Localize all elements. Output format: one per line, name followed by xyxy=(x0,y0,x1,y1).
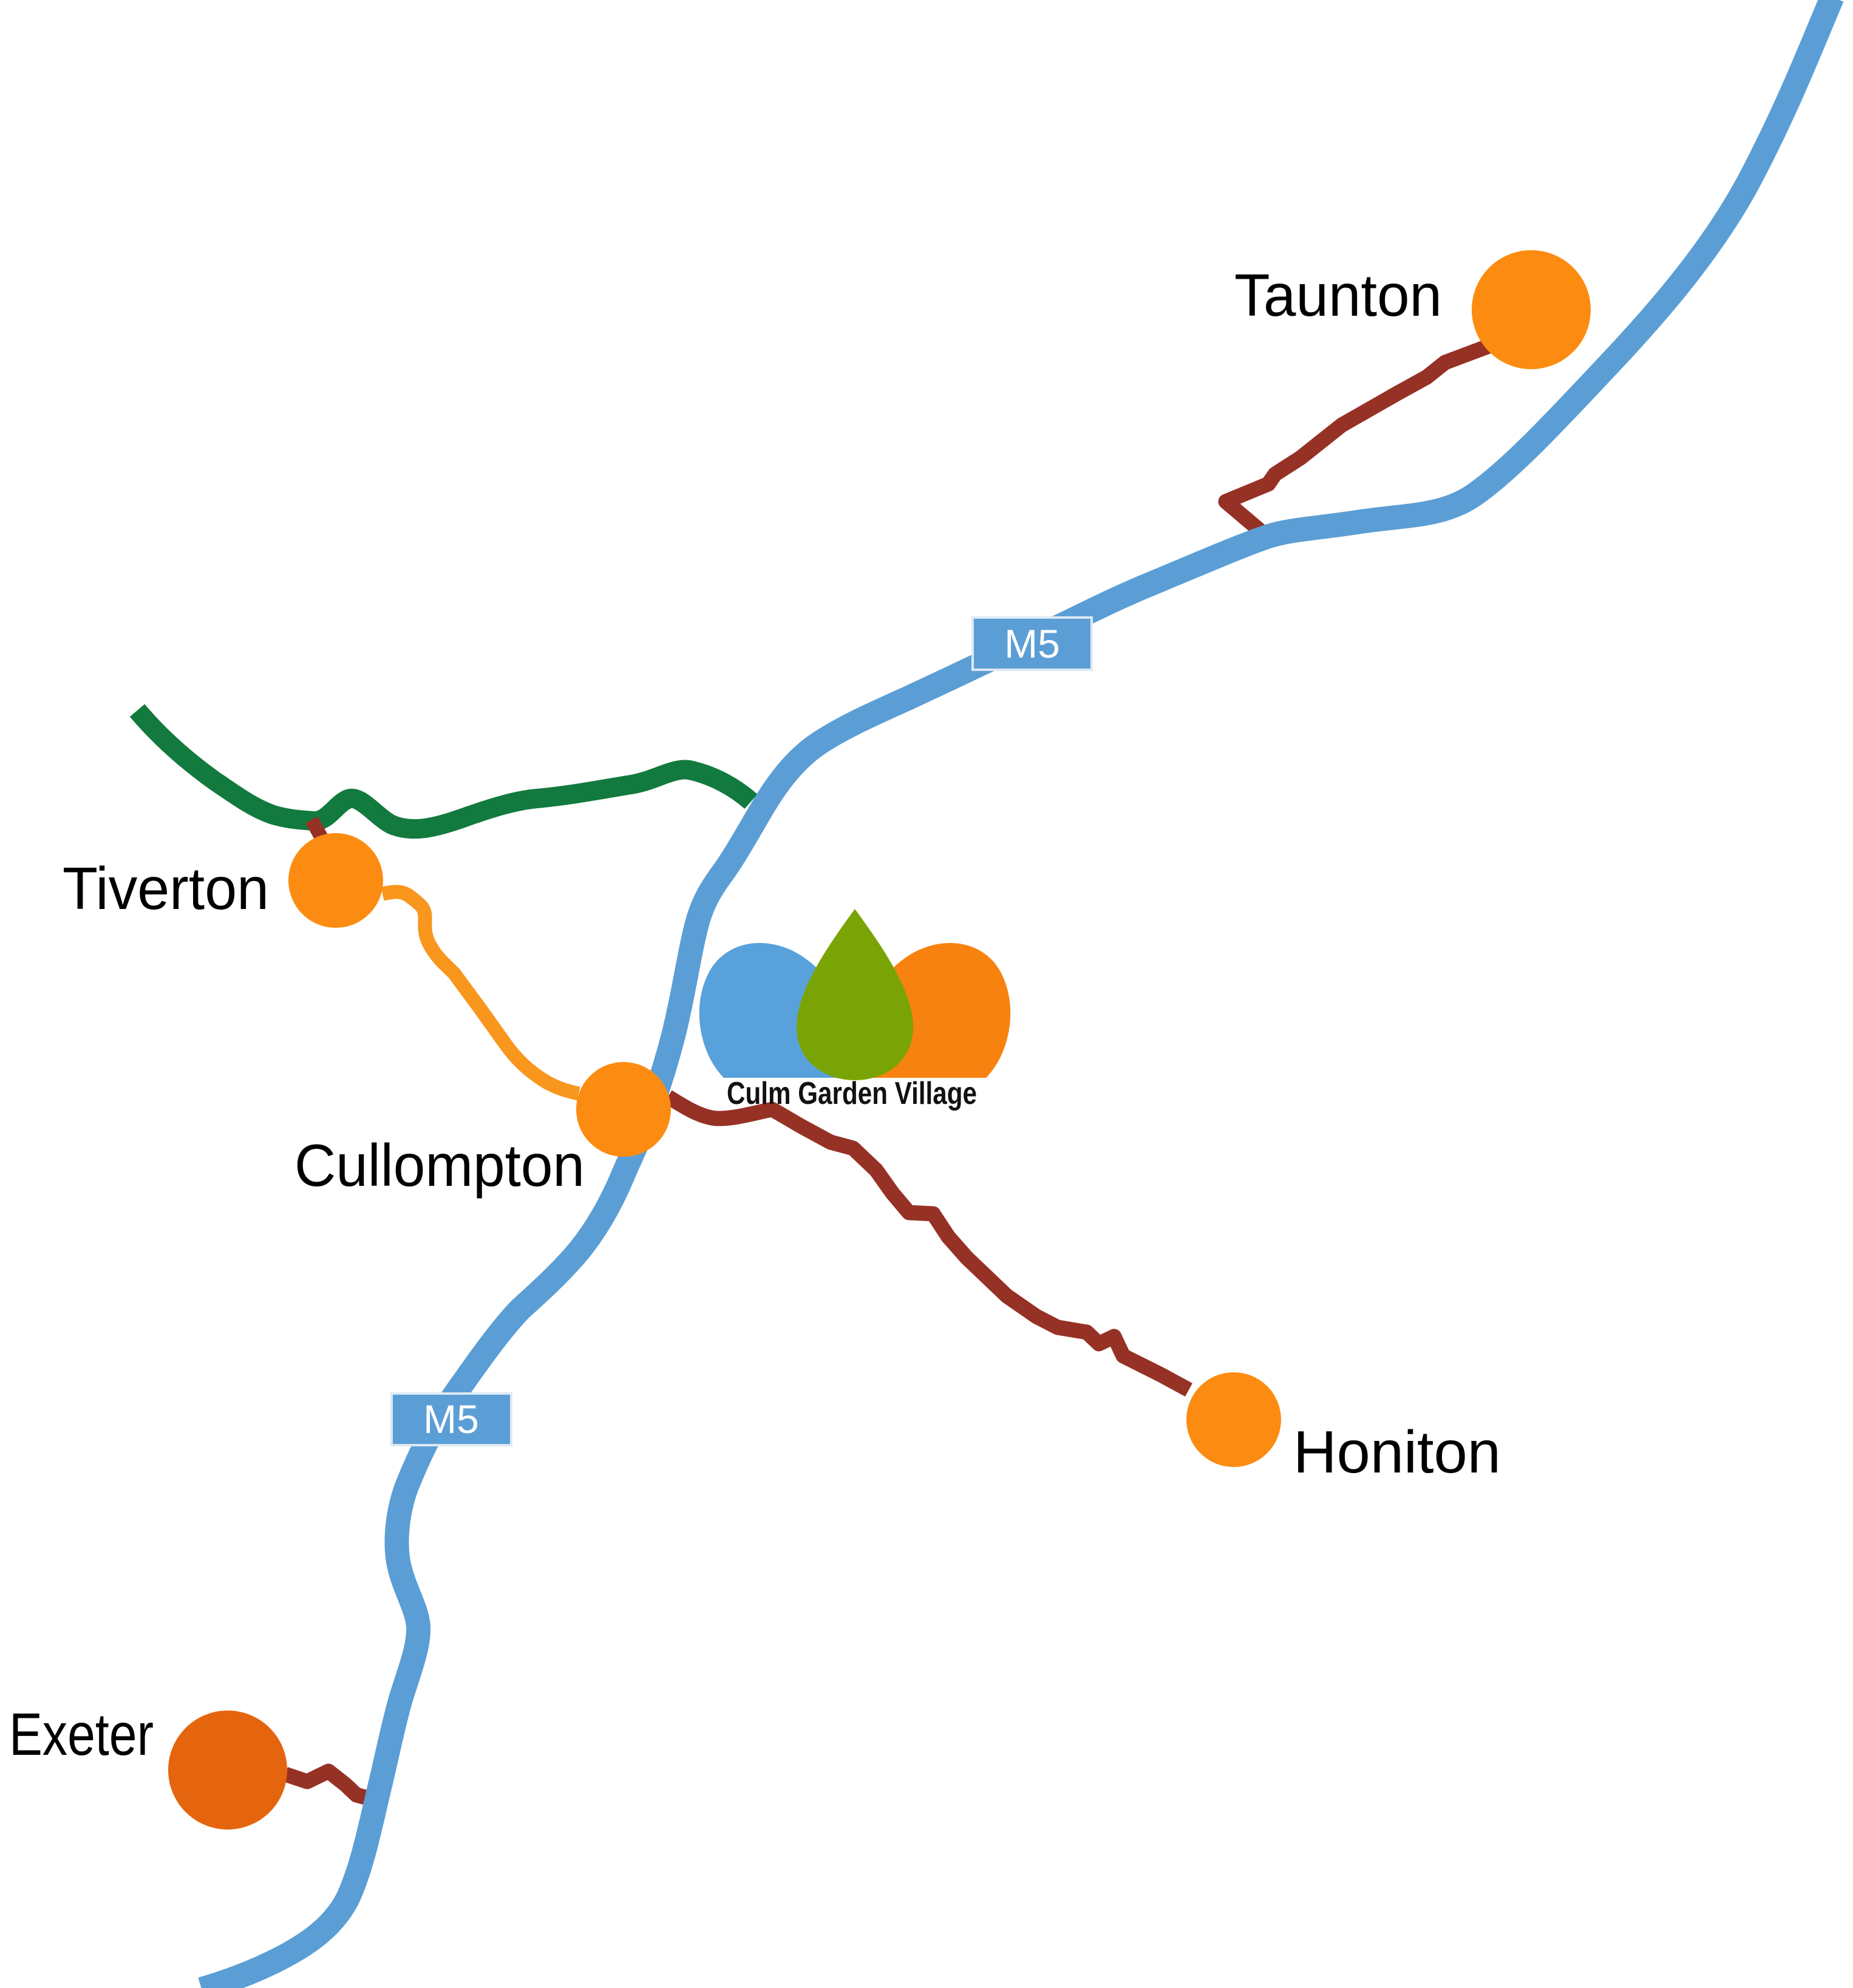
town-marker-cullompton xyxy=(576,1062,671,1157)
logo-text: Culm Garden Village xyxy=(727,1076,977,1111)
town-label-taunton: Taunton xyxy=(1234,262,1442,328)
m5-badge-north-label: M5 xyxy=(1004,621,1060,666)
town-marker-honiton xyxy=(1186,1372,1281,1467)
m5-badge-north: M5 xyxy=(971,616,1093,671)
m5-motorway-line xyxy=(198,0,1844,1988)
m5-badge-north-box xyxy=(971,616,1093,671)
m5-badge-south-box xyxy=(390,1392,512,1446)
culm-garden-village-logo: Culm Garden Village xyxy=(699,909,1011,1111)
honiton-road xyxy=(664,1090,1192,1397)
town-label-cullompton: Cullompton xyxy=(294,1132,585,1199)
town-marker-exeter xyxy=(168,1711,287,1830)
logo-leaf-green-icon xyxy=(797,909,913,1080)
town-label-tiverton: Tiverton xyxy=(63,855,269,922)
green-road xyxy=(129,704,758,839)
m5-badge-south-label: M5 xyxy=(423,1397,479,1442)
town-label-honiton: Honiton xyxy=(1293,1418,1501,1485)
m5-badge-south: M5 xyxy=(390,1392,512,1446)
town-marker-taunton xyxy=(1472,250,1591,369)
town-marker-tiverton xyxy=(288,833,383,928)
town-label-exeter: Exeter xyxy=(9,1701,154,1768)
tiverton-cullompton-road xyxy=(381,885,580,1101)
taunton-road xyxy=(1218,339,1492,542)
